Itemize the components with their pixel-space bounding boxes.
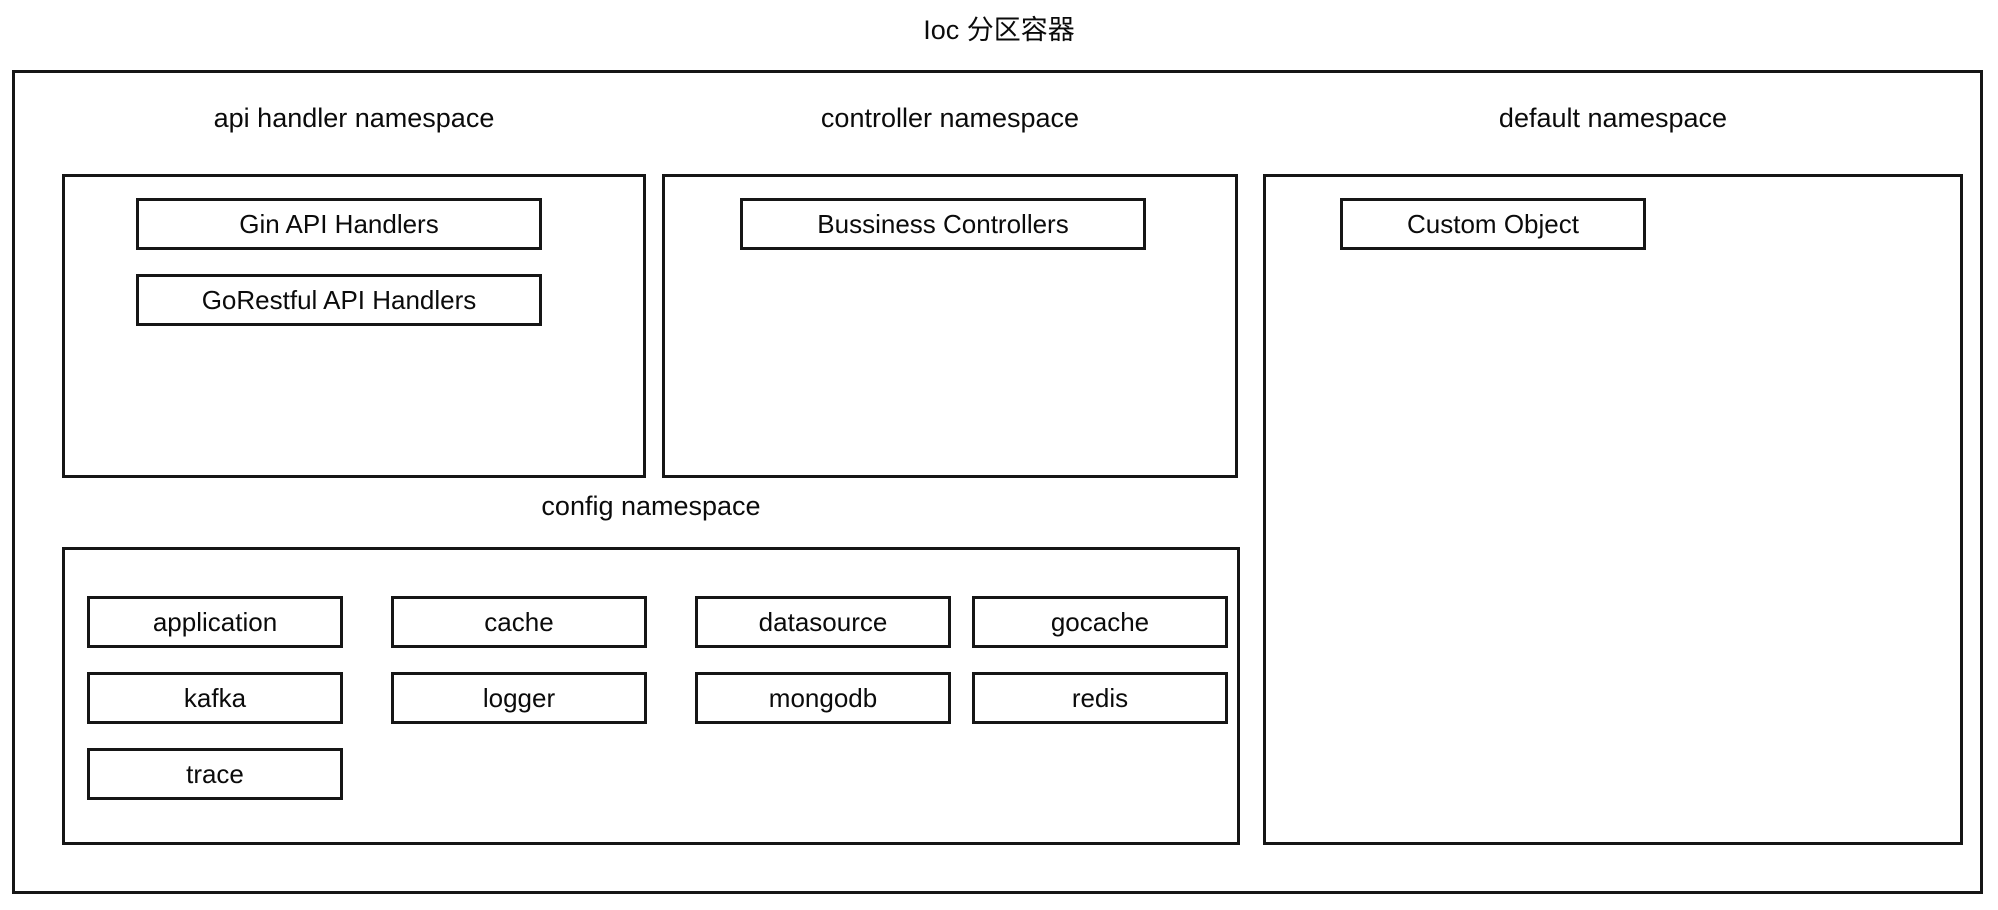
namespace-label-api-handler: api handler namespace (213, 103, 495, 133)
node-gorestful-api-handlers: GoRestful API Handlers (136, 274, 542, 326)
node-custom-object: Custom Object (1340, 198, 1646, 250)
node-config-redis: redis (972, 672, 1228, 724)
node-config-mongodb: mongodb (695, 672, 951, 724)
node-bussiness-controllers: Bussiness Controllers (740, 198, 1146, 250)
node-config-datasource: datasource (695, 596, 951, 648)
namespace-box-default (1263, 174, 1963, 845)
namespace-label-config: config namespace (541, 491, 761, 521)
node-config-kafka: kafka (87, 672, 343, 724)
node-config-gocache: gocache (972, 596, 1228, 648)
node-config-logger: logger (391, 672, 647, 724)
node-config-application: application (87, 596, 343, 648)
node-gin-api-handlers: Gin API Handlers (136, 198, 542, 250)
node-config-trace: trace (87, 748, 343, 800)
node-config-cache: cache (391, 596, 647, 648)
namespace-label-default: default namespace (1498, 103, 1728, 133)
diagram-title: Ioc 分区容器 (923, 15, 1075, 45)
namespace-label-controller: controller namespace (820, 103, 1080, 133)
